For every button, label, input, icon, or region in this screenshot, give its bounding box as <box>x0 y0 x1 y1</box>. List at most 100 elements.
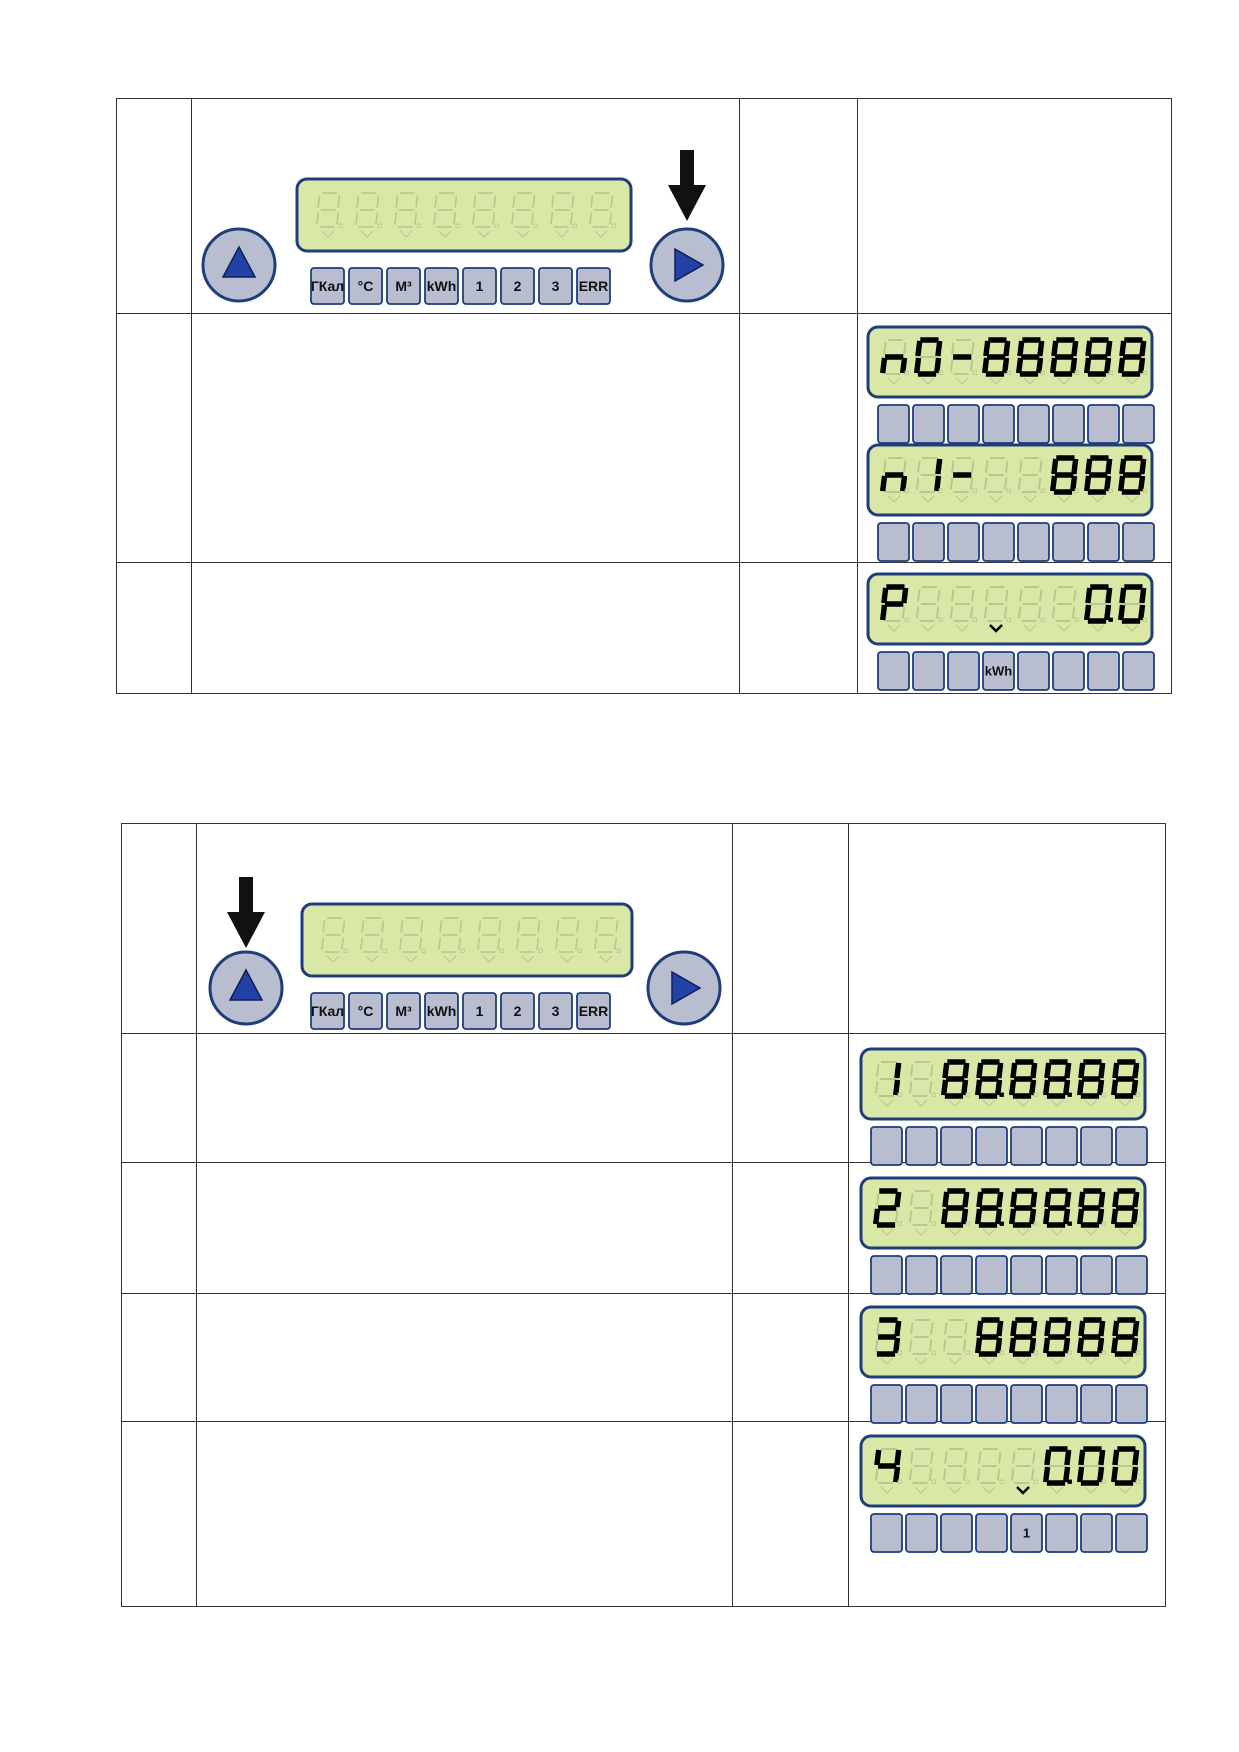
lcd-pointer-marker <box>1016 1357 1030 1365</box>
lcd-digit <box>1076 1059 1106 1107</box>
lcd-digit <box>974 1059 1004 1107</box>
lcd-digit <box>976 1448 1004 1494</box>
lcd-pointer-marker <box>404 955 418 963</box>
lcd-pointer-marker <box>1050 1486 1064 1494</box>
lcd-segment <box>1019 589 1023 602</box>
annunciator-key <box>947 651 980 691</box>
lcd-segment <box>576 920 580 933</box>
lcd-segment <box>1017 340 1025 357</box>
annunciator-key <box>912 522 945 562</box>
lcd-segment <box>610 195 614 208</box>
lcd-pointer-marker <box>326 955 340 963</box>
lcd-decimal-point <box>1067 1221 1072 1226</box>
lcd-segment <box>874 1468 879 1481</box>
lcd-digit <box>981 337 1011 385</box>
lcd-display-sample <box>866 443 1155 562</box>
lcd-digit <box>1110 1188 1140 1236</box>
lcd-segment <box>1071 606 1076 619</box>
annunciator-key <box>1115 1255 1148 1295</box>
lcd-segment <box>1078 1449 1086 1466</box>
lcd-decimal-point <box>460 948 465 953</box>
lcd-digit <box>1076 1446 1106 1494</box>
lcd-segment <box>1064 1320 1072 1337</box>
lcd-decimal-point <box>965 1350 970 1355</box>
lcd-segment <box>473 195 477 208</box>
lcd-segment <box>985 589 989 602</box>
lcd-segment <box>930 1451 934 1464</box>
lcd-segment <box>556 920 560 933</box>
lcd-segment <box>1137 357 1146 374</box>
lcd-segment <box>536 937 540 950</box>
up-button[interactable] <box>208 950 284 1026</box>
lcd-decimal-point <box>1074 370 1079 375</box>
lcd-pointer-marker <box>989 495 1003 503</box>
lcd-segment <box>1096 1079 1105 1096</box>
row-divider <box>122 1033 1165 1034</box>
lcd-window <box>300 902 634 978</box>
lcd-decimal-point <box>1108 488 1113 493</box>
right-button[interactable] <box>646 950 722 1026</box>
lcd-decimal-point <box>1067 1092 1072 1097</box>
lcd-segment <box>910 1064 914 1077</box>
lcd-segment <box>1076 1466 1085 1483</box>
lcd-decimal-point <box>1101 1350 1106 1355</box>
lcd-segment <box>1139 458 1147 475</box>
lcd-digit <box>942 1448 970 1494</box>
lcd-digit <box>1110 1059 1140 1107</box>
lcd-segment <box>1039 589 1043 602</box>
table-bottom <box>121 823 1166 1607</box>
lcd-segment <box>908 1210 913 1223</box>
lcd-decimal-point <box>965 1092 970 1097</box>
lcd-pointer-marker <box>948 1486 962 1494</box>
lcd-digit <box>394 192 421 238</box>
arrow-down-icon <box>227 877 265 948</box>
annunciator-key: 2 <box>500 267 535 305</box>
lcd-segment <box>614 937 618 950</box>
lcd-digit <box>949 457 977 503</box>
lcd-segment <box>935 458 943 475</box>
right-button[interactable] <box>649 227 725 303</box>
lcd-decimal-point <box>897 1479 902 1484</box>
lcd-segment <box>1044 1191 1052 1208</box>
lcd-segment <box>1130 1337 1139 1354</box>
lcd-decimal-point <box>904 370 909 375</box>
lcd-pointer-marker <box>1091 495 1105 503</box>
lcd-segment <box>336 212 340 225</box>
lcd-segment <box>517 920 521 933</box>
lcd-segment <box>1017 477 1022 490</box>
lcd-digit <box>438 917 465 963</box>
lcd-digit <box>321 917 348 963</box>
lcd-segment <box>951 460 955 473</box>
lcd-decimal-point <box>338 223 343 228</box>
annunciator-key: ГКал <box>310 267 345 305</box>
lcd-segment <box>615 920 619 933</box>
annunciator-key <box>1080 1255 1113 1295</box>
lcd-segment <box>1062 1337 1071 1354</box>
lcd-digit <box>974 1317 1004 1365</box>
lcd-segment <box>930 1193 934 1206</box>
lcd-segment <box>316 212 320 225</box>
lcd-decimal-point <box>1006 617 1011 622</box>
lcd-segment <box>940 1079 949 1096</box>
lcd-decimal-point <box>1033 1350 1038 1355</box>
lcd-display-sample <box>866 325 1155 444</box>
lcd-digit <box>908 1448 936 1494</box>
lcd-segment <box>472 212 476 225</box>
lcd-segment <box>1049 475 1058 492</box>
lcd-decimal-point <box>999 1350 1004 1355</box>
column-divider <box>848 824 849 1606</box>
lcd-segment <box>908 1468 913 1481</box>
lcd-segment <box>1062 1079 1071 1096</box>
lcd-segment <box>960 1208 969 1225</box>
lcd-segment <box>609 212 613 225</box>
lcd-segment <box>1062 1208 1071 1225</box>
up-button[interactable] <box>201 227 277 303</box>
lcd-pointer-marker <box>1057 624 1071 632</box>
lcd-segment <box>1030 1468 1035 1481</box>
column-divider <box>732 824 733 1606</box>
annunciator-key <box>1010 1384 1043 1424</box>
lcd-pointer-marker <box>1050 1228 1064 1236</box>
annunciator-key <box>1087 522 1120 562</box>
lcd-window <box>295 177 633 253</box>
lcd-decimal-point <box>382 948 387 953</box>
